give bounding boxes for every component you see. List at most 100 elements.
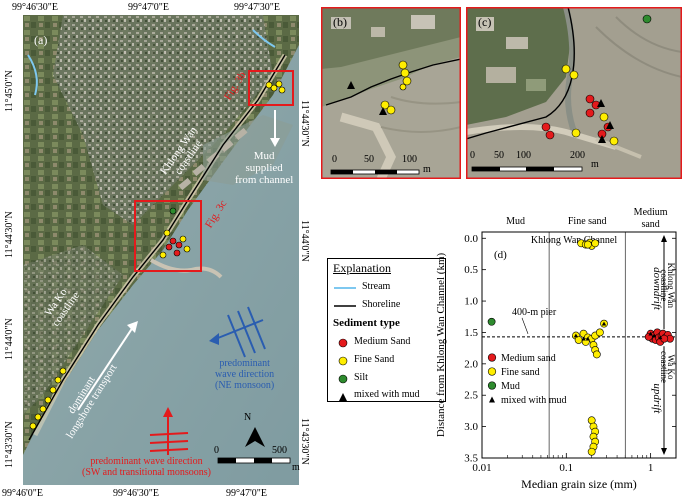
- mixed-with-mud-marker: [658, 335, 663, 340]
- class-label-fine: Fine sand: [568, 216, 607, 227]
- y-tick-label: 3.5: [464, 453, 478, 465]
- y-tick-label: 2.0: [464, 358, 478, 370]
- x-tick-label: 0.1: [559, 462, 573, 474]
- x-tick-label: 0.01: [472, 462, 491, 474]
- updrift-label: updrift: [651, 383, 663, 414]
- right-coord-2: 11°44'0"N: [299, 220, 310, 262]
- chart-legend-label: mixed with mud: [501, 395, 567, 406]
- scale-c-100: 100: [516, 150, 531, 161]
- downdrift-label: downdrift: [651, 267, 663, 311]
- y-tick-label: 1.5: [464, 327, 478, 339]
- left-coord-1: 11°45'0"N: [4, 70, 15, 112]
- scale-a-500: 500: [272, 445, 287, 456]
- data-point-mud: [487, 317, 496, 326]
- x-tick-label: 1: [648, 462, 654, 474]
- shoreline-b: [325, 58, 461, 106]
- scale-c-unit: m: [591, 159, 599, 170]
- y-tick-label: 0.5: [464, 264, 478, 276]
- mixed-with-mud-marker: [581, 336, 586, 341]
- wave-sw-label: predominant wave direction (SW and trans…: [82, 456, 211, 478]
- chart-legend-marker: [487, 353, 497, 362]
- legend-stream-line: [334, 287, 356, 289]
- legend-title: Explanation: [333, 261, 391, 275]
- right-coord-1: 11°44'30"N: [299, 100, 310, 147]
- class-label-medium-2: sand: [641, 219, 659, 230]
- map-c-label: (c): [478, 15, 492, 29]
- legend-sediment-title: Sediment type: [333, 317, 400, 329]
- right-coord-3: 11°43'30"N: [299, 418, 310, 465]
- left-coord-4: 11°43'30"N: [4, 421, 15, 468]
- x-axis-label: Median grain size (mm): [521, 477, 637, 491]
- mixed-with-mud-marker: [601, 321, 607, 326]
- legend-silt: Silt: [354, 372, 368, 383]
- plot-frame: [481, 231, 677, 459]
- legend-medium-marker: [338, 338, 348, 348]
- map-a-label: (a): [34, 33, 48, 47]
- mud-supply-label: Mud supplied from channel: [235, 150, 294, 186]
- legend: Explanation Stream Shoreline Sediment ty…: [327, 258, 446, 402]
- khlong-wan-coast-label-1: Khlong Wan: [666, 263, 676, 309]
- shoreline-c: [466, 7, 575, 140]
- updrift-arrowhead: [661, 448, 667, 455]
- legend-medium: Medium Sand: [354, 336, 411, 347]
- legend-stream: Stream: [362, 281, 391, 292]
- class-label-medium: Medium: [634, 207, 668, 218]
- map-b-label: (b): [333, 15, 347, 29]
- map-c-image: [466, 7, 682, 179]
- scale-b-unit: m: [423, 164, 431, 175]
- scale-c-200: 200: [570, 150, 585, 161]
- left-coord-3: 11°44'0"N: [4, 318, 15, 360]
- scale-b-100: 100: [402, 154, 417, 165]
- chart-legend-marker: [487, 381, 497, 390]
- wave-ne-label: predominant wave direction (NE monsoon): [215, 358, 275, 391]
- chart-legend-label: Medium sand: [501, 353, 556, 364]
- mixed-with-mud-marker: [648, 331, 653, 336]
- mixed-with-mud-marker: [651, 333, 657, 338]
- scale-a-0: 0: [214, 445, 219, 456]
- top-coord-3: 99°47'30"E: [234, 2, 280, 13]
- channel-label: Khlong Wan Channel: [531, 235, 617, 246]
- pier-label-leader: [521, 317, 529, 334]
- data-point-fine-sand: [574, 336, 583, 344]
- shoreline-a: [28, 54, 286, 441]
- mixed-with-mud-marker: [585, 336, 591, 341]
- legend-fine: Fine Sand: [354, 354, 395, 365]
- scale-a-unit: m: [292, 462, 300, 473]
- scale-b-50: 50: [364, 154, 374, 165]
- top-coord-2: 99°47'0"E: [128, 2, 169, 13]
- wa-ko-coast-label-2: coastline: [659, 351, 669, 383]
- north-label: N: [244, 412, 252, 423]
- data-point-fine-sand: [587, 447, 596, 456]
- data-point-fine-sand: [583, 240, 592, 249]
- data-point-fine-sand: [591, 239, 600, 248]
- khlong-wan-coast-label-2: coastline: [659, 269, 669, 301]
- map-b-image: [321, 7, 461, 179]
- scale-c-50: 50: [494, 150, 504, 161]
- legend-mixed-marker: [339, 393, 347, 401]
- map-a-image: [23, 15, 299, 485]
- legend-fine-marker: [338, 356, 348, 366]
- pier-label: 400-m pier: [512, 307, 557, 318]
- y-tick-label: 3.0: [464, 421, 478, 433]
- scale-c-0: 0: [470, 150, 475, 161]
- wa-ko-coast-label-1: Wa Ko: [666, 354, 676, 380]
- bottom-coord-3: 99°47'0"E: [226, 488, 267, 499]
- bottom-coord-1: 99°46'0"E: [2, 488, 43, 499]
- bottom-coord-2: 99°46'30"E: [113, 488, 159, 499]
- scale-b-0: 0: [332, 154, 337, 165]
- y-tick-label: 1.0: [464, 296, 478, 308]
- y-tick-label: 2.5: [464, 390, 478, 402]
- data-point-fine-sand: [592, 350, 601, 359]
- chart-panel-label: (d): [494, 249, 507, 261]
- downdrift-arrowhead: [661, 235, 667, 242]
- y-axis-label: Distance from Khlong Wan Channel (km): [435, 252, 447, 437]
- data-point-fine-sand: [595, 328, 604, 337]
- class-label-mud: Mud: [506, 216, 525, 227]
- left-coord-2: 11°44'30"N: [4, 211, 15, 258]
- legend-mixed: mixed with mud: [354, 389, 420, 400]
- top-coord-1: 99°46'30"E: [12, 2, 58, 13]
- chart-legend-marker: [487, 367, 497, 376]
- legend-shoreline-line: [334, 305, 356, 307]
- chart-legend-marker: [489, 396, 495, 403]
